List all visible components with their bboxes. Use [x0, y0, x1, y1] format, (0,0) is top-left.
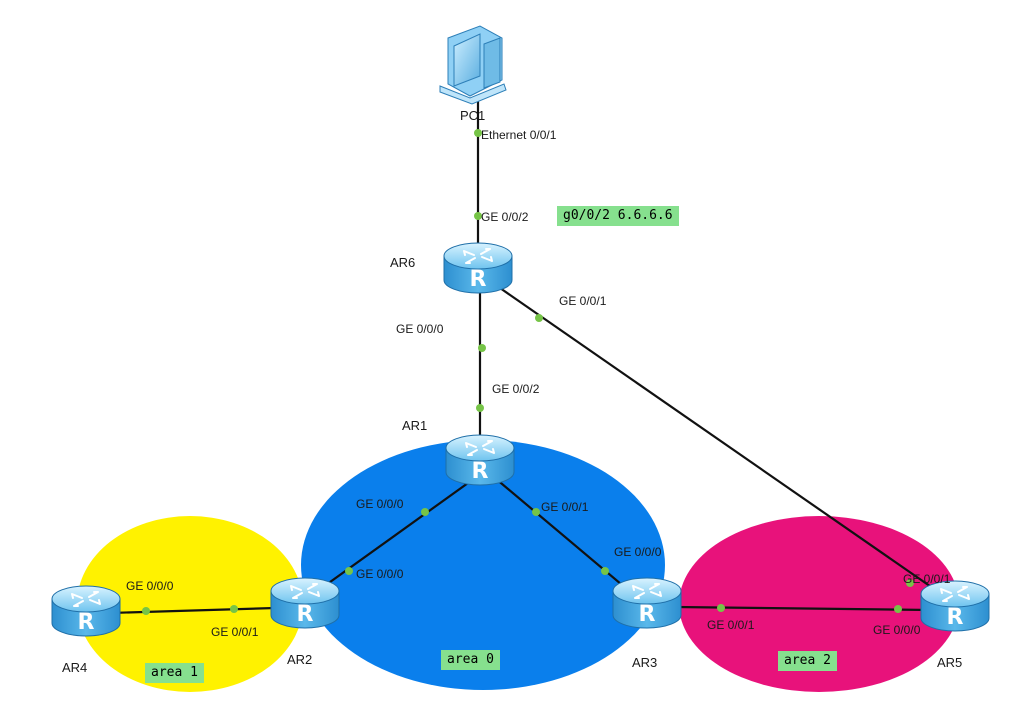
port-dot [476, 404, 484, 412]
ar6-address-note: g0/0/2 6.6.6.6 [557, 206, 679, 226]
device-label-ar5: AR5 [937, 655, 962, 670]
device-label-ar6: AR6 [390, 255, 415, 270]
area-1-label: area 1 [145, 663, 204, 683]
port-label: GE 0/0/2 [492, 382, 540, 396]
port-label: GE 0/0/0 [873, 623, 921, 637]
device-label-ar4: AR4 [62, 660, 87, 675]
port-dot [894, 605, 902, 613]
device-label-ar3: AR3 [632, 655, 657, 670]
link-ar1-ar2 [304, 477, 476, 601]
area-0-label: area 0 [441, 650, 500, 670]
link-ar1-ar3 [494, 477, 641, 601]
port-dot [230, 605, 238, 613]
area-0-region [301, 440, 665, 690]
router-icon-ar6[interactable] [443, 242, 513, 294]
router-icon-ar4[interactable] [51, 585, 121, 637]
port-label: GE 0/0/0 [126, 579, 174, 593]
port-label: GE 0/0/0 [614, 545, 662, 559]
port-dot [535, 314, 543, 322]
port-label: GE 0/0/2 [481, 210, 529, 224]
port-label: GE 0/0/1 [559, 294, 607, 308]
router-icon-ar1[interactable] [445, 434, 515, 486]
link-ar2-ar4 [109, 606, 276, 615]
port-dot [421, 508, 429, 516]
port-label: GE 0/0/0 [356, 497, 404, 511]
device-label-ar2: AR2 [287, 652, 312, 667]
router-icon-ar3[interactable] [612, 577, 682, 629]
port-label: Ethernet 0/0/1 [481, 128, 557, 142]
port-dot [345, 567, 353, 575]
router-icon-ar2[interactable] [270, 577, 340, 629]
port-label: GE 0/0/0 [356, 567, 404, 581]
port-dot [478, 344, 486, 352]
port-label: GE 0/0/1 [541, 500, 589, 514]
port-dot [906, 579, 914, 587]
area-1-region [77, 516, 303, 692]
pc-icon[interactable] [439, 25, 507, 105]
port-label: GE 0/0/1 [707, 618, 755, 632]
router-icon-ar5[interactable] [920, 580, 990, 632]
area-2-label: area 2 [778, 651, 837, 671]
device-label-ar1: AR1 [402, 418, 427, 433]
port-dot [142, 607, 150, 615]
port-dot [717, 604, 725, 612]
port-dot [474, 129, 482, 137]
port-label: GE 0/0/1 [211, 625, 259, 639]
port-dot [474, 212, 482, 220]
port-label: GE 0/0/0 [396, 322, 444, 336]
port-dot [601, 567, 609, 575]
port-label: GE 0/0/1 [903, 572, 951, 586]
device-label-pc1: PC1 [460, 108, 485, 123]
area-2-region [679, 516, 959, 692]
port-dot [532, 508, 540, 516]
link-ar6-ar5 [499, 287, 951, 601]
